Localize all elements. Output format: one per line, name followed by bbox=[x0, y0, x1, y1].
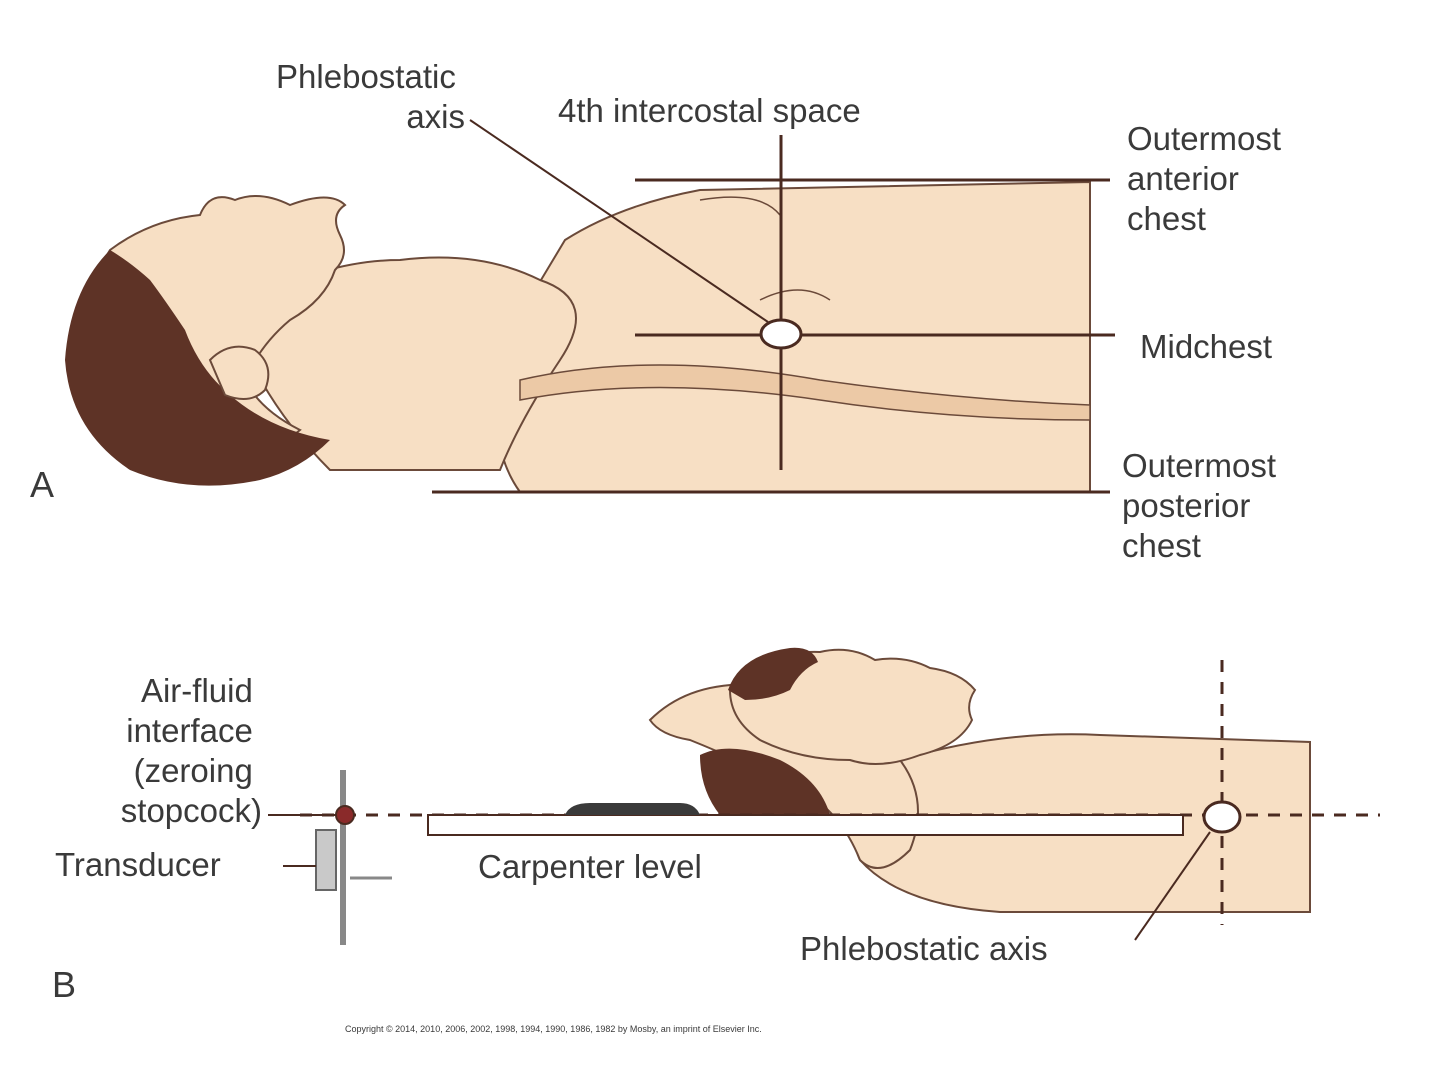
pillow-b bbox=[700, 748, 830, 815]
panel-b: Air-fluid interface (zeroing stopcock) T… bbox=[52, 647, 1380, 1034]
carpenter-level-label: Carpenter level bbox=[478, 848, 702, 885]
carpenter-level bbox=[427, 814, 1184, 836]
neck-a bbox=[249, 256, 577, 471]
air-fluid-line-4: stopcock) bbox=[121, 792, 262, 829]
transducer-label: Transducer bbox=[55, 846, 221, 883]
outermost-posterior-label: Outermost posterior chest bbox=[1122, 447, 1285, 564]
air-fluid-interface-label: Air-fluid interface (zeroing stopcock) bbox=[121, 672, 262, 829]
phlebostatic-axis-label-a: Phlebostatic axis bbox=[276, 58, 465, 135]
air-fluid-line-3: (zeroing bbox=[134, 752, 253, 789]
phlebostatic-label-line-1: Phlebostatic bbox=[276, 58, 456, 95]
anterior-label-line-2: anterior bbox=[1127, 160, 1239, 197]
arm-a bbox=[519, 364, 1091, 421]
air-fluid-line-2: interface bbox=[126, 712, 253, 749]
ear-a bbox=[208, 345, 270, 400]
phlebostatic-axis-label-b: Phlebostatic axis bbox=[800, 930, 1048, 967]
posterior-label-line-3: chest bbox=[1122, 527, 1201, 564]
outermost-anterior-label: Outermost anterior chest bbox=[1127, 120, 1290, 237]
level-bubble-housing bbox=[565, 803, 700, 815]
intercostal-space-label: 4th intercostal space bbox=[558, 92, 861, 129]
hair-b bbox=[728, 647, 818, 700]
phlebostatic-axis-marker-b bbox=[1202, 800, 1242, 834]
panel-b-letter: B bbox=[52, 964, 76, 1005]
transducer-assembly bbox=[268, 770, 392, 945]
midchest-label: Midchest bbox=[1140, 328, 1272, 365]
air-fluid-line-1: Air-fluid bbox=[141, 672, 253, 709]
zeroing-stopcock bbox=[335, 805, 355, 825]
chest-contour-a bbox=[699, 196, 831, 301]
posterior-label-line-2: posterior bbox=[1122, 487, 1250, 524]
phlebostatic-axis-marker-a bbox=[759, 318, 803, 350]
hair-a bbox=[65, 250, 330, 486]
anterior-label-line-1: Outermost bbox=[1127, 120, 1281, 157]
transducer-body bbox=[315, 829, 337, 891]
phlebostatic-pointer-a bbox=[469, 119, 769, 323]
panel-a-letter: A bbox=[30, 464, 54, 505]
copyright-line: Copyright © 2014, 2010, 2006, 2002, 1998… bbox=[345, 1024, 762, 1034]
posterior-label-line-1: Outermost bbox=[1122, 447, 1276, 484]
anterior-label-line-3: chest bbox=[1127, 200, 1206, 237]
phlebostatic-pointer-b bbox=[1134, 831, 1211, 941]
panel-a: Phlebostatic axis 4th intercostal space … bbox=[30, 58, 1290, 564]
phlebostatic-label-line-2: axis bbox=[406, 98, 465, 135]
